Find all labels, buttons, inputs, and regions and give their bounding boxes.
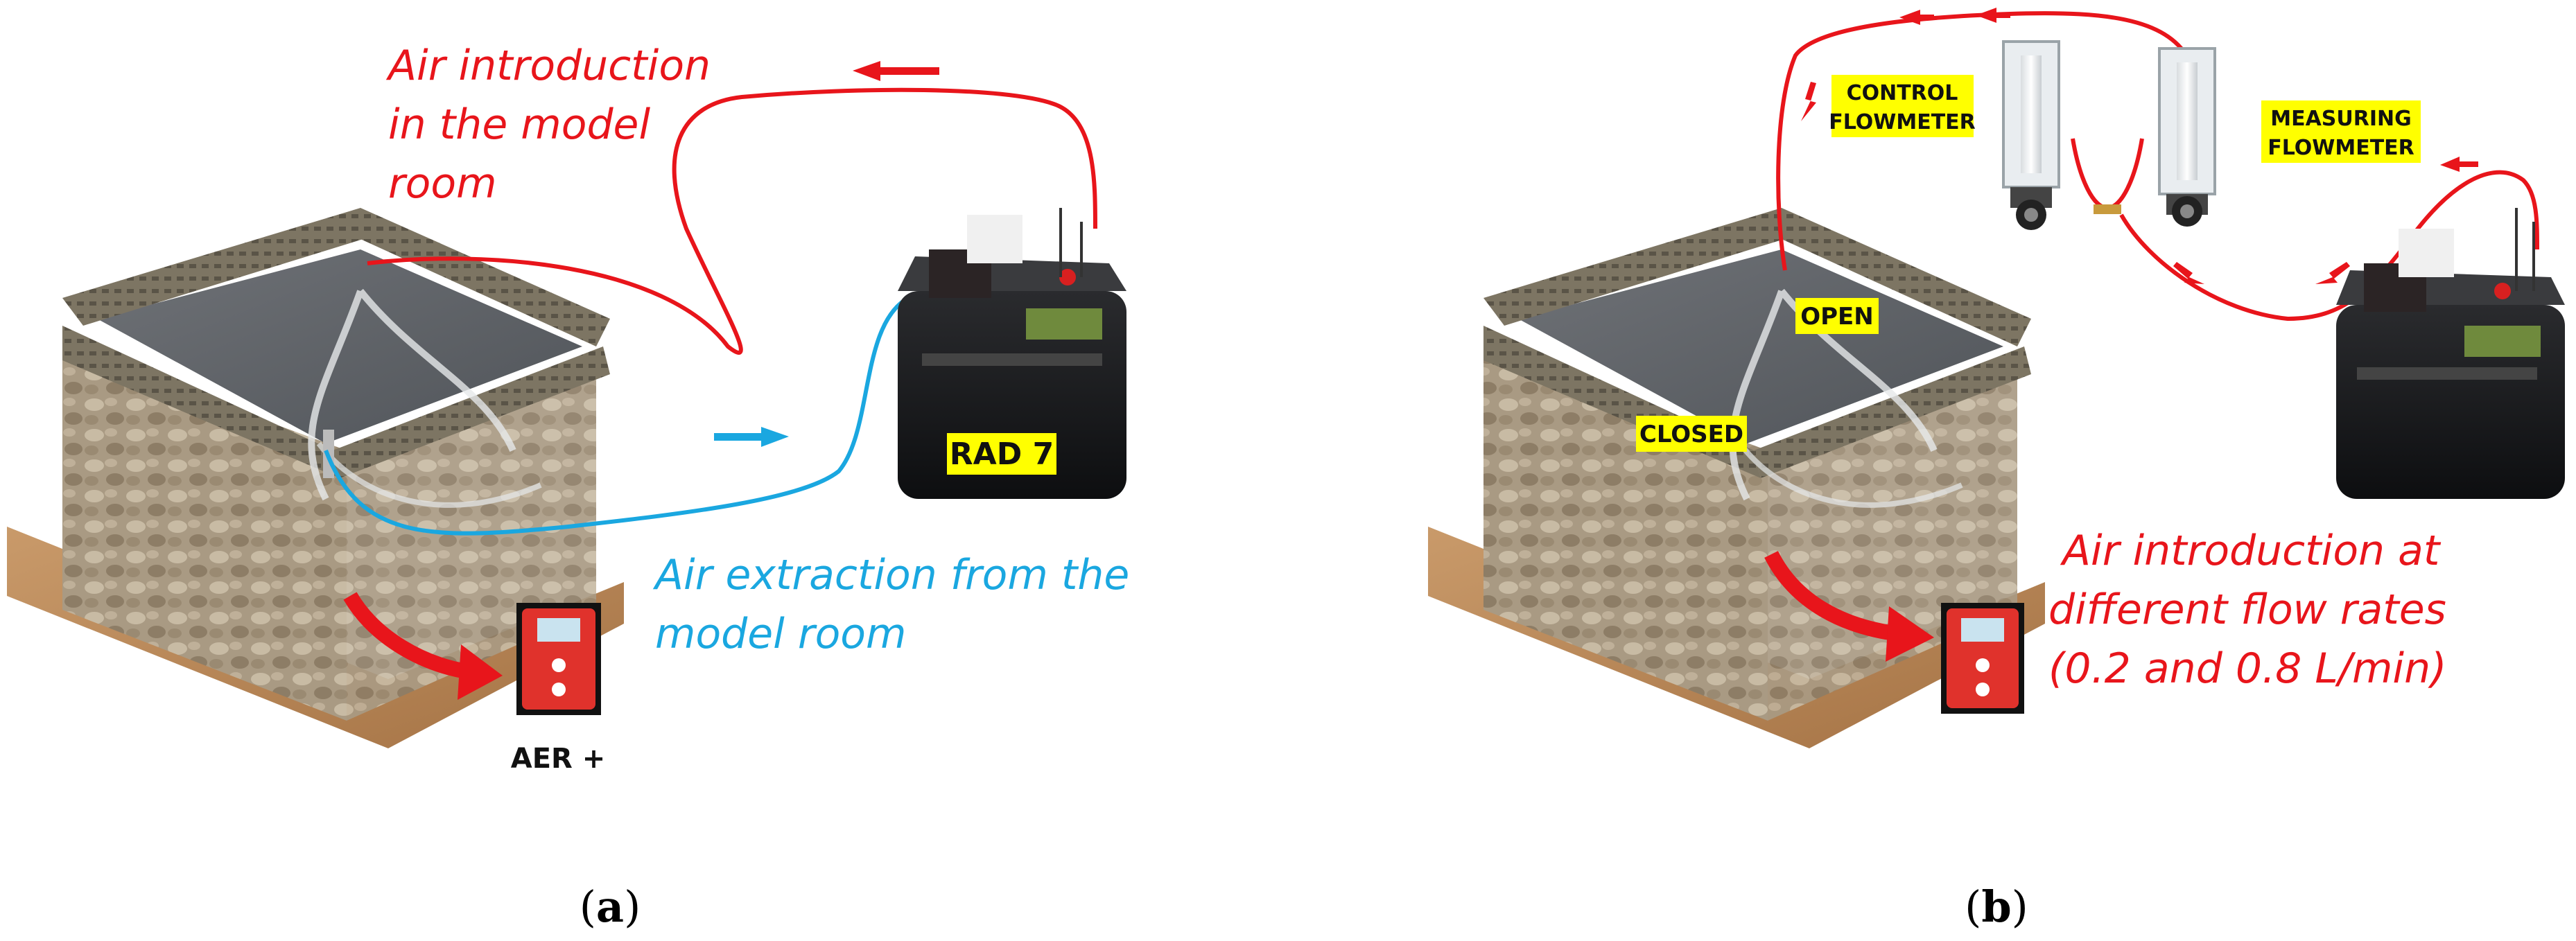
intro-label-a-line2: in the model [388,100,650,149]
room-frame-back-left [1483,208,1795,326]
aer-label: AER + [511,743,606,775]
room-frame-back-right [1782,208,2031,346]
measuring-flowmeter-icon [2158,47,2216,227]
open-tag: OPEN [1800,303,1874,331]
intro-label-a-line1: Air introduction [385,42,711,90]
flow-arrow-down-icon [1801,82,1816,121]
flowmeter-link-tube [2071,138,2144,211]
model-room-a [7,208,624,748]
intro-tube-a [367,87,1097,355]
open-tag-bg [1795,298,1879,334]
room-frame-back-left [62,208,374,326]
flow-arrow-right-icon [714,427,789,447]
curved-arrow-icon [1764,550,1901,642]
internal-tube [308,288,516,501]
caption-b: (b) [1965,881,2028,932]
control-tag-line1: CONTROL [1847,81,1958,105]
curved-arrow-head [1886,606,1934,662]
model-room-b [1428,208,2045,748]
intro-label-b-line3: (0.2 and 0.8 L/min) [2048,644,2447,693]
aer-sensor-icon [516,603,601,715]
control-flowmeter-icon [2002,40,2060,230]
measuring-tag-line2: FLOWMETER [2268,136,2414,160]
rad-tag: RAD 7 [950,437,1054,472]
rad7-monitor-icon [2336,208,2565,499]
room-frame-back-right [360,208,610,346]
flow-arrow-left-icon [2440,157,2478,172]
rad-tag-bg [947,433,1056,475]
brass-fitting [2094,204,2121,214]
measuring-tag-bg [2261,100,2421,163]
internal-tube [316,441,542,508]
closed-tag: CLOSED [1639,421,1743,448]
flow-arrow-down-icon [2315,262,2350,284]
intro-label-b-line2: different flow rates [2048,586,2446,634]
flow-arrow-down-icon [2173,262,2204,284]
internal-tube [1737,441,1963,508]
control-tag-line2: FLOWMETER [1829,110,1976,134]
measuring-tag-line1: MEASURING [2270,107,2412,131]
extract-label-a-line1: Air extraction from the [652,551,1129,599]
flow-arrow-left-icon [853,61,939,81]
caption-a: (a) [580,881,641,932]
flow-arrow-left-icon [1976,8,2010,23]
intro-tube-b [1776,11,2193,271]
flow-arrow-left-icon [1899,10,1934,25]
curved-arrow-head [458,644,503,700]
extract-label-a-line2: model room [655,610,906,658]
control-tag-bg [1831,75,1974,137]
aer-sensor-icon [1941,603,2024,714]
closed-tag-bg [1636,416,1747,452]
intro-label-b-line1: Air introduction at [2060,527,2442,575]
room-frame-front-right [1754,346,2031,478]
panel-a: RAD 7 Air introduction in the model room… [7,42,1129,932]
wooden-base [1428,527,2045,748]
room-frame-front-right [333,346,610,478]
intro-label-a-line3: room [388,159,497,208]
room-frame-front-left [62,326,340,478]
curved-arrow-icon [343,592,473,680]
panel-b: CONTROL FLOWMETER MEASURING FLOWMETER OP… [1428,8,2565,932]
